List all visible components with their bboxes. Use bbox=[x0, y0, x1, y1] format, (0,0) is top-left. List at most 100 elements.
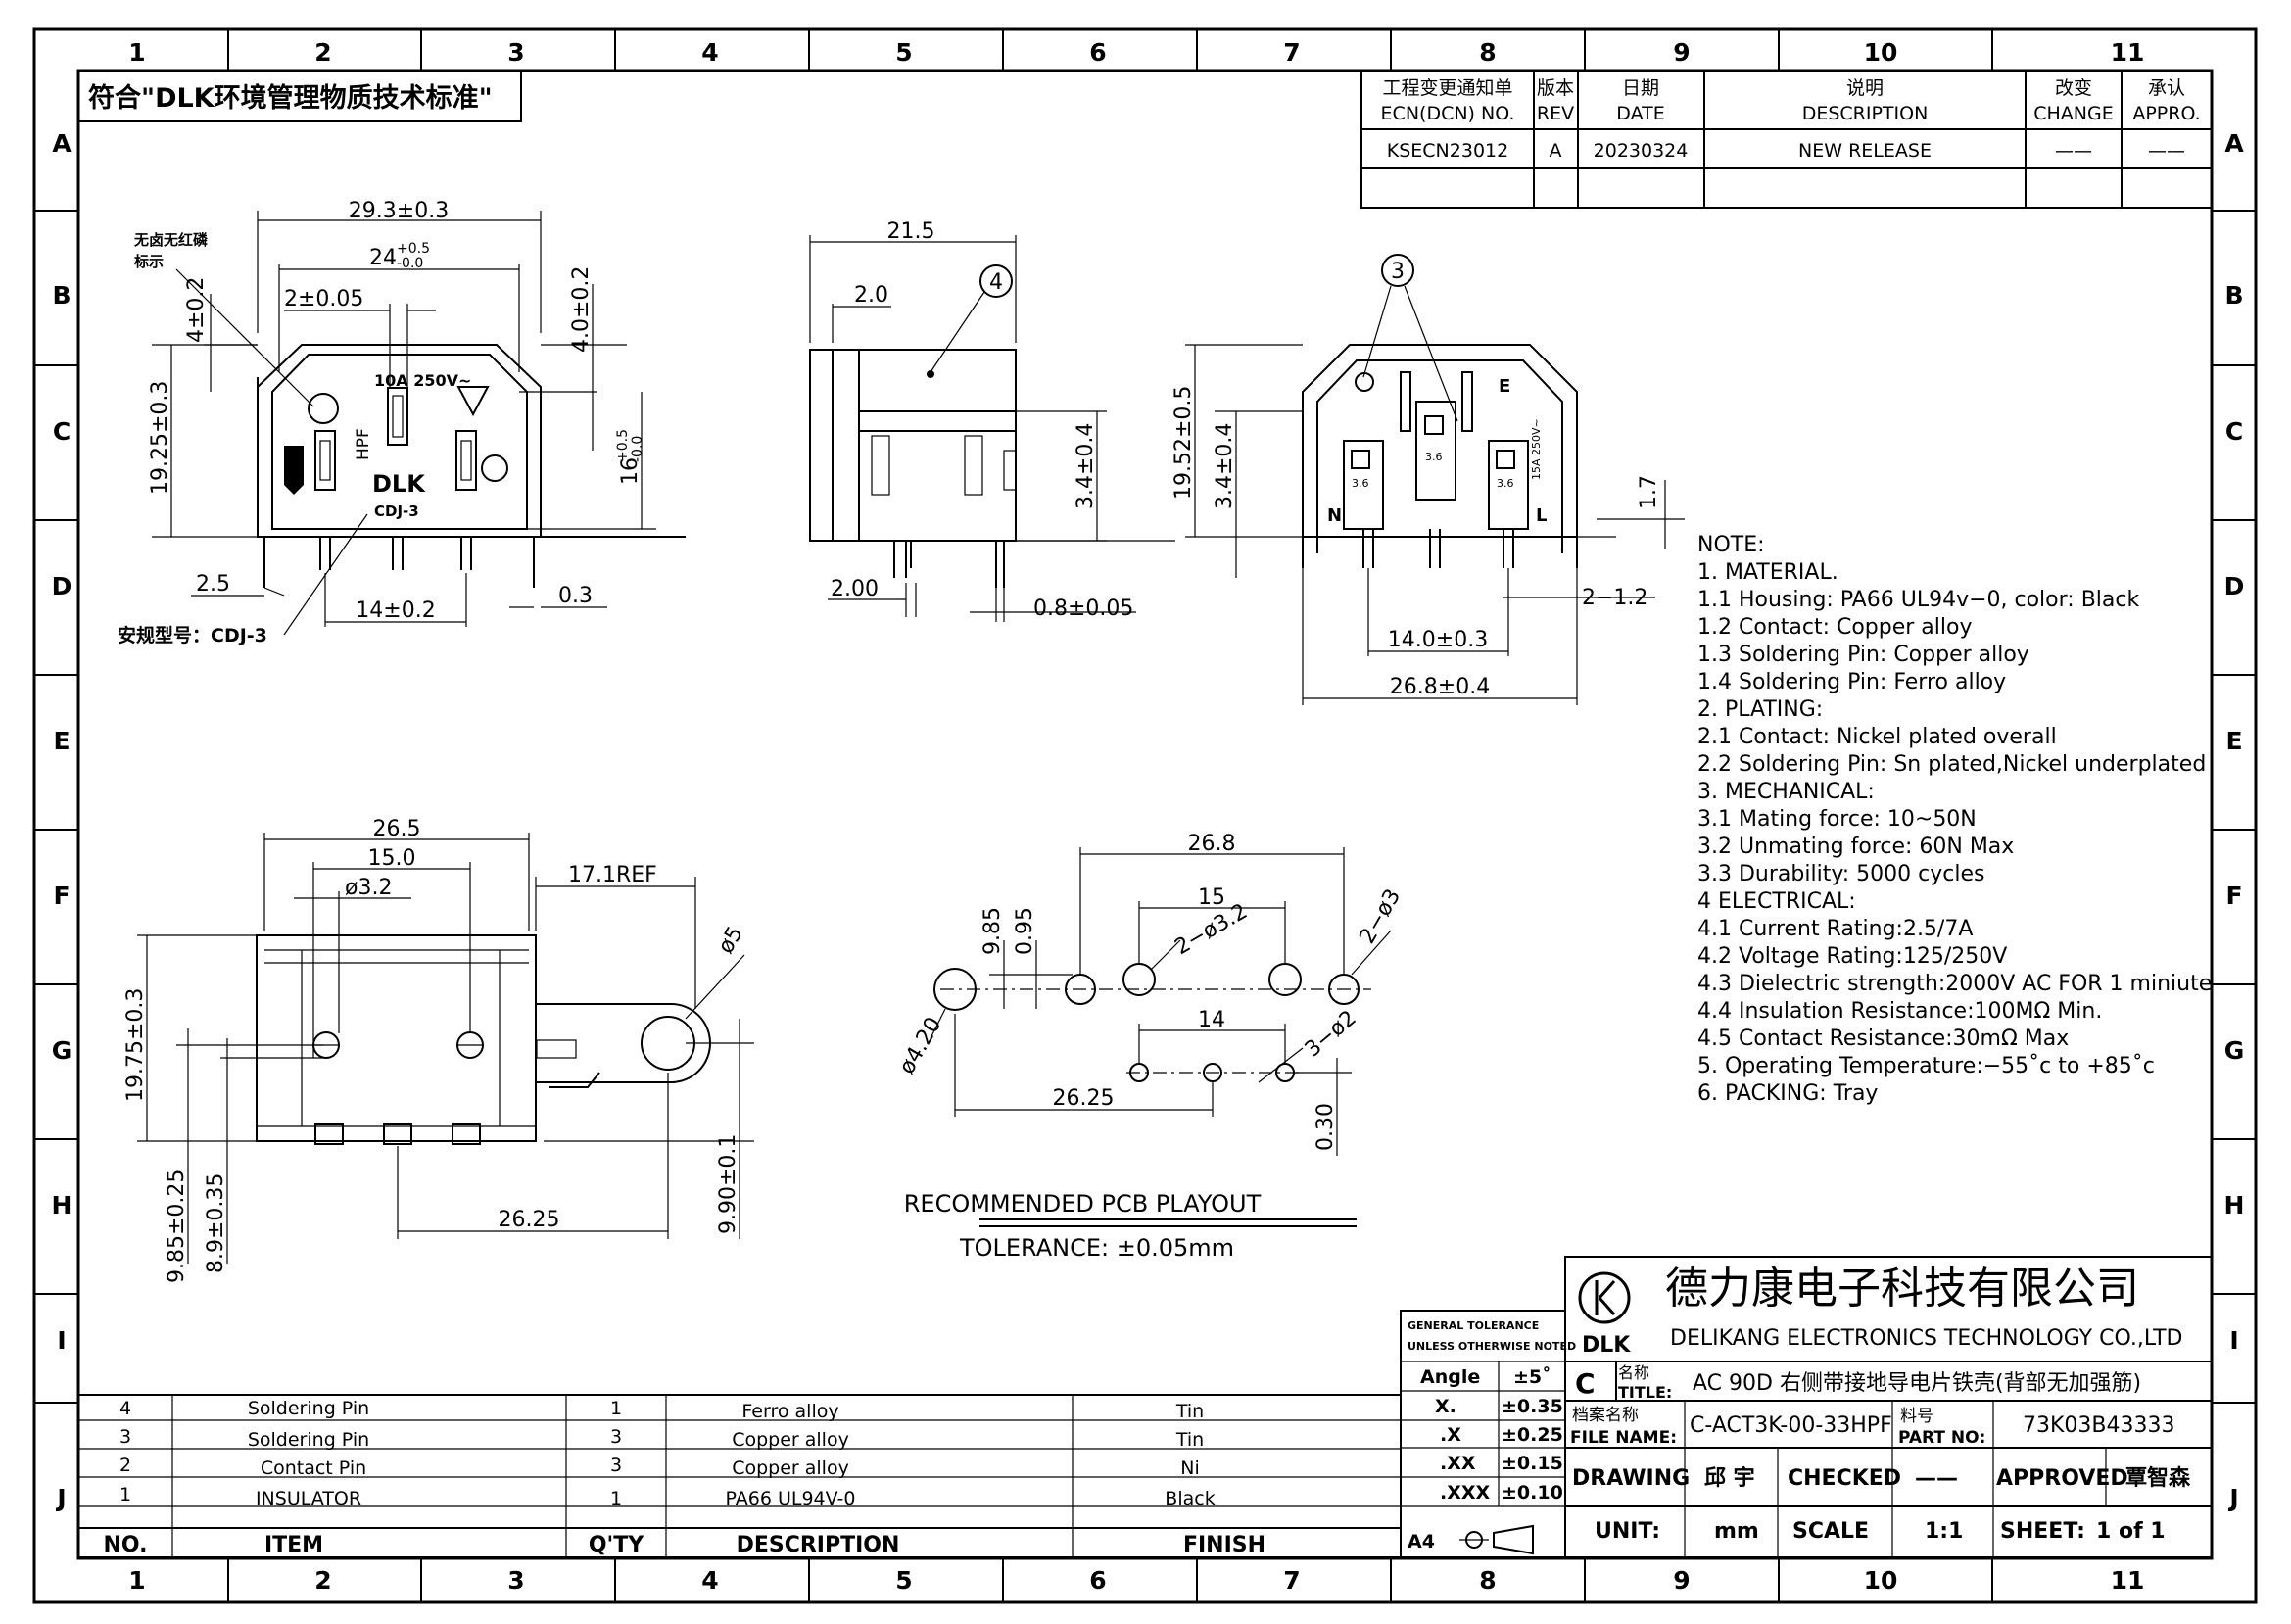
zone-row-c: C bbox=[53, 417, 71, 446]
rev-header-appro-en: APPRO. bbox=[2132, 103, 2200, 124]
bom-r1-desc: Ferro alloy bbox=[741, 1401, 838, 1422]
zone-col-6: 6 bbox=[1089, 38, 1106, 67]
zone-col-8: 8 bbox=[1479, 38, 1496, 67]
pcb-tolerance: TOLERANCE: ±0.05mm bbox=[959, 1234, 1234, 1262]
bottom-dim-span: 26.25 bbox=[499, 1208, 560, 1232]
front-dim-slot: 2±0.05 bbox=[284, 287, 363, 311]
front-dim-height: 19.25±0.3 bbox=[148, 381, 172, 495]
front-rating: 10A 250V~ bbox=[374, 371, 471, 390]
pcb-dim-030: 0.30 bbox=[1313, 1103, 1338, 1151]
zone-row-b: B bbox=[52, 281, 71, 310]
bom-r1-no: 4 bbox=[119, 1398, 131, 1419]
file-label-en: FILE NAME: bbox=[1570, 1428, 1677, 1448]
zone-col-5-bottom: 5 bbox=[895, 1566, 912, 1595]
zone-row-c-right: C bbox=[2225, 417, 2243, 446]
bottom-view: 26.5 15.0 ø3.2 17.1REF ø5 19.75±0.3 9.85… bbox=[123, 817, 754, 1283]
rev-header-rev-cn: 版本 bbox=[1537, 77, 1574, 99]
pcb-dim-095: 0.95 bbox=[1013, 907, 1037, 955]
note-line: 4.5 Contact Resistance:30mΩ Max bbox=[1697, 1027, 2069, 1051]
side-view: 21.5 2.0 4 3.4±0.4 2.00 0.8±0.05 bbox=[809, 219, 1175, 622]
zone-col-10-bottom: 10 bbox=[1864, 1566, 1898, 1595]
tol-dxx-label: .XX bbox=[1440, 1453, 1476, 1474]
front-model: CDJ-3 bbox=[374, 502, 419, 520]
pcb-dim-span: 26.25 bbox=[1053, 1086, 1115, 1111]
rev-header-rev-en: REV bbox=[1537, 103, 1574, 124]
ccc-mark-icon bbox=[308, 393, 339, 424]
vde-mark-icon bbox=[456, 386, 490, 417]
bom-r2-item: Soldering Pin bbox=[248, 1429, 369, 1451]
zone-row-a-right: A bbox=[2224, 129, 2244, 158]
pcb-dim-left-big: ø4.20 bbox=[895, 1013, 947, 1078]
rev-cell-desc: NEW RELEASE bbox=[1798, 140, 1932, 162]
zone-col-6-bottom: 6 bbox=[1089, 1566, 1106, 1595]
zone-col-7: 7 bbox=[1283, 38, 1300, 67]
zone-col-4: 4 bbox=[701, 38, 718, 67]
rev-header-ecn-en: ECN(DCN) NO. bbox=[1381, 103, 1515, 124]
file-label-cn: 档案名称 bbox=[1572, 1406, 1639, 1425]
zone-row-i-right: I bbox=[2229, 1326, 2238, 1355]
tol-x-value: ±0.35 bbox=[1502, 1396, 1563, 1417]
front-label-safety: 安规型号：CDJ-3 bbox=[118, 624, 267, 646]
rear-label-36-l: 3.6 bbox=[1497, 477, 1514, 490]
zone-col-9-bottom: 9 bbox=[1673, 1566, 1690, 1595]
bom-r4-item: INSULATOR bbox=[256, 1488, 361, 1509]
approved-label: APPROVED bbox=[1996, 1466, 2128, 1491]
zone-col-4-bottom: 4 bbox=[701, 1566, 718, 1595]
bom-r2-desc: Copper alloy bbox=[732, 1429, 849, 1451]
rear-view: N L E 3.6 3.6 3.6 15A 250V~ 3 19.52±0.5 … bbox=[1171, 254, 1685, 705]
note-line: 2. PLATING: bbox=[1697, 697, 1823, 722]
outer-border bbox=[32, 27, 2258, 1604]
scale-value: 1:1 bbox=[1925, 1519, 1963, 1544]
front-dim-opening: 16 bbox=[618, 457, 643, 485]
bom-r3-qty: 3 bbox=[610, 1455, 622, 1476]
s-mark-icon bbox=[481, 454, 508, 482]
tol-dx-value: ±0.25 bbox=[1502, 1424, 1563, 1446]
bom-r4-finish: Black bbox=[1165, 1488, 1215, 1509]
zone-row-d-right: D bbox=[2224, 572, 2245, 600]
front-dim-opening-tol-plus: +0.5 bbox=[615, 429, 631, 462]
note-line: 2.1 Contact: Nickel plated overall bbox=[1697, 725, 2057, 749]
bottom-dim-tab-dia: ø5 bbox=[714, 923, 748, 958]
rear-label-36-e: 3.6 bbox=[1425, 451, 1443, 463]
note-line: 3.1 Mating force: 10~50N bbox=[1697, 807, 1977, 832]
front-dim-inner-tol-minus: -0.0 bbox=[397, 256, 423, 271]
bottom-dim-hole-dia: ø3.2 bbox=[345, 876, 392, 900]
pcb-layout: 26.8 15 2−ø3.2 2−ø3 14 3−ø2 ø4.20 9.85 0… bbox=[895, 832, 1407, 1262]
rev-header-change-en: CHANGE bbox=[2033, 103, 2114, 124]
front-dim-inner-tol-plus: +0.5 bbox=[397, 241, 430, 257]
title-label-en: TITLE: bbox=[1618, 1383, 1672, 1402]
tol-dxx-value: ±0.15 bbox=[1502, 1453, 1563, 1474]
tol-angle-value: ±5˚ bbox=[1513, 1365, 1551, 1388]
side-dim-depth: 21.5 bbox=[887, 219, 935, 244]
rev-header-date-cn: 日期 bbox=[1622, 77, 1659, 99]
title-block: DLK 德力康电子科技有限公司 DELIKANG ELECTRONICS TEC… bbox=[1564, 1256, 2213, 1558]
front-logo: DLK bbox=[372, 470, 426, 498]
title-size: C bbox=[1575, 1367, 1596, 1400]
front-dim-opening-tol-minus: -0.0 bbox=[630, 436, 645, 462]
rear-label-36-n: 3.6 bbox=[1352, 477, 1369, 490]
front-dim-inner: 24 bbox=[369, 246, 397, 270]
note-line: 4 ELECTRICAL: bbox=[1697, 889, 1856, 914]
front-dim-top-left: 4±0.2 bbox=[184, 277, 209, 343]
rev-cell-rev: A bbox=[1550, 140, 1562, 162]
bottom-dim-tab-y: 9.90±0.1 bbox=[716, 1134, 740, 1234]
bom-header-desc: DESCRIPTION bbox=[737, 1533, 900, 1557]
rev-header-change-cn: 改变 bbox=[2055, 77, 2092, 99]
front-label-halogen: 无卤无红磷 bbox=[133, 231, 209, 249]
front-dim-pins: 14±0.2 bbox=[356, 598, 435, 623]
front-view: 10A 250V~ DLK CDJ-3 HPF 29.3±0.3 24 +0.5… bbox=[118, 199, 686, 646]
note-line: 4.4 Insulation Resistance:100MΩ Min. bbox=[1697, 999, 2102, 1024]
bom-header-item: ITEM bbox=[264, 1533, 323, 1557]
bom-r4-no: 1 bbox=[119, 1484, 131, 1505]
rev-header-desc-cn: 说明 bbox=[1846, 77, 1884, 99]
drawer-name: 邱 宇 bbox=[1704, 1466, 1755, 1491]
zone-col-10: 10 bbox=[1864, 38, 1898, 67]
zone-col-1: 1 bbox=[128, 38, 145, 67]
sheet-label: SHEET: bbox=[2000, 1519, 2085, 1544]
slot-l bbox=[455, 430, 477, 491]
checker-name: —— bbox=[1915, 1466, 1958, 1491]
tol-header-1: GENERAL TOLERANCE bbox=[1408, 1319, 1539, 1332]
drawing-label: DRAWING bbox=[1572, 1466, 1690, 1491]
rear-label-l: L bbox=[1536, 505, 1547, 526]
